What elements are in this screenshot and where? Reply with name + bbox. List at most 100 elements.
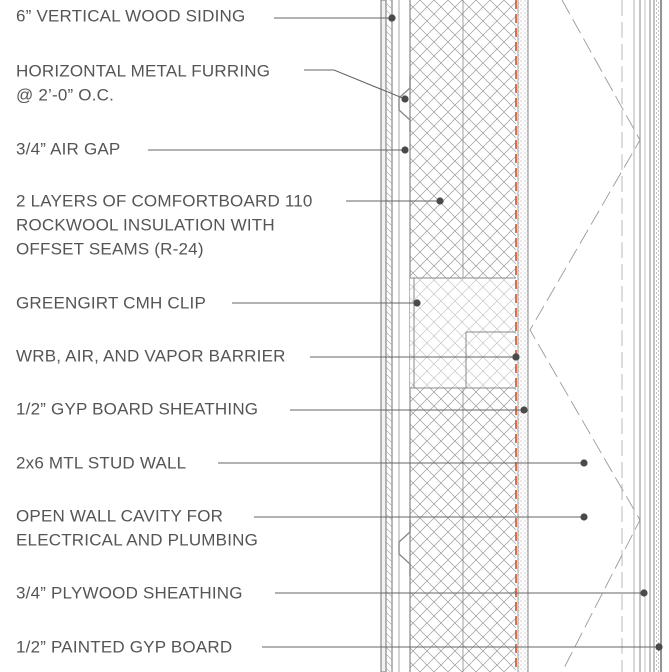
wood-grain-mark: [385, 191, 393, 199]
painted-gyp-board: [654, 0, 661, 672]
callout-label: 3/4” AIR GAP: [16, 139, 120, 158]
wood-grain-mark: [385, 2, 393, 10]
wood-grain-mark: [385, 317, 393, 325]
leader-dot: [640, 589, 648, 597]
wood-grain-mark: [385, 275, 393, 283]
wood-grain-mark: [385, 415, 393, 423]
wood-grain-mark: [385, 611, 393, 619]
callout-label: @ 2’-0” O.C.: [16, 85, 114, 104]
wood-grain-mark: [385, 436, 393, 444]
wood-grain-mark: [385, 198, 393, 206]
cavity-dashed-diagonal: [529, 0, 641, 672]
callout-label: 1/2” PAINTED GYP BOARD: [16, 637, 232, 656]
wood-grain-mark: [385, 394, 393, 402]
wood-grain-mark: [385, 331, 393, 339]
wood-grain-mark: [385, 226, 393, 234]
wood-grain-mark: [385, 212, 393, 220]
wood-grain-mark: [385, 632, 393, 640]
wood-grain-mark: [385, 149, 393, 157]
wood-grain-mark: [385, 170, 393, 178]
wood-grain-mark: [385, 569, 393, 577]
wood-grain-mark: [385, 373, 393, 381]
wood-grain-mark: [385, 352, 393, 360]
wood-grain-mark: [385, 527, 393, 535]
wood-grain-mark: [385, 464, 393, 472]
wood-grain-mark: [385, 296, 393, 304]
wood-grain-mark: [385, 450, 393, 458]
wood-grain-mark: [385, 555, 393, 563]
wood-grain-mark: [385, 100, 393, 108]
wood-grain-mark: [385, 345, 393, 353]
wood-grain-mark: [385, 422, 393, 430]
callout-label: OFFSET SEAMS (R-24): [16, 239, 204, 258]
wood-grain-mark: [385, 443, 393, 451]
leader-dot: [401, 146, 409, 154]
callout-label: 1/2” GYP BOARD SHEATHING: [16, 399, 258, 418]
wood-grain-mark: [385, 219, 393, 227]
callout-label: OPEN WALL CAVITY FOR: [16, 506, 223, 525]
wood-grain-mark: [385, 534, 393, 542]
clip-zone-hatch: [410, 278, 516, 388]
wood-grain-mark: [385, 303, 393, 311]
wood-grain-mark: [385, 254, 393, 262]
wood-grain-mark: [385, 597, 393, 605]
wood-grain-mark: [385, 205, 393, 213]
leader-dot: [436, 197, 444, 205]
wood-grain-mark: [385, 576, 393, 584]
metal-furring-upper: [398, 76, 411, 132]
wood-grain-mark: [385, 58, 393, 66]
wood-grain-mark: [385, 618, 393, 626]
wood-grain-mark: [385, 23, 393, 31]
wood-grain-mark: [385, 282, 393, 290]
wood-grain-mark: [385, 177, 393, 185]
wood-grain-mark: [385, 247, 393, 255]
metal-furring-lower: [398, 520, 411, 576]
wood-grain-mark: [385, 590, 393, 598]
callout-label: ROCKWOOL INSULATION WITH: [16, 215, 275, 234]
wood-grain-mark: [385, 289, 393, 297]
leader-lines: [148, 14, 663, 651]
callout-label: 6” VERTICAL WOOD SIDING: [16, 6, 245, 25]
leader-dot: [413, 299, 421, 307]
wood-grain-mark: [385, 646, 393, 654]
wood-grain-mark: [385, 541, 393, 549]
wood-grain-mark: [385, 387, 393, 395]
wood-grain-mark: [385, 492, 393, 500]
wood-grain-mark: [385, 121, 393, 129]
leader-dot: [388, 14, 396, 22]
wood-grain-mark: [385, 499, 393, 507]
leader-dot: [512, 353, 520, 361]
leader-dot: [401, 95, 409, 103]
callout-label: ELECTRICAL AND PLUMBING: [16, 530, 258, 549]
callout-label: 2 LAYERS OF COMFORTBOARD 110: [16, 191, 313, 210]
leader-dot: [655, 643, 663, 651]
wood-grain-mark: [385, 338, 393, 346]
wood-grain-mark: [385, 380, 393, 388]
wood-grain-mark: [385, 478, 393, 486]
wood-grain-mark: [385, 93, 393, 101]
leader-dot: [580, 459, 588, 467]
wood-grain-mark: [389, 0, 393, 3]
wood-grain-mark: [385, 184, 393, 192]
wood-grain-mark: [385, 667, 391, 672]
wood-grain-mark: [385, 142, 393, 150]
wood-grain-mark: [385, 37, 393, 45]
wall-assembly: [380, 0, 662, 672]
callout-label: 2x6 MTL STUD WALL: [16, 453, 186, 472]
wood-grain-mark: [385, 114, 393, 122]
leader-dot: [580, 513, 588, 521]
wood-grain-mark: [385, 653, 393, 661]
wood-grain-mark: [385, 163, 393, 171]
callout-label: 3/4” PLYWOOD SHEATHING: [16, 583, 243, 602]
wood-grain-mark: [385, 310, 393, 318]
wood-grain-mark: [385, 240, 393, 248]
wood-grain-mark: [385, 44, 393, 52]
wood-grain-mark: [385, 485, 393, 493]
wood-grain-mark: [385, 520, 393, 528]
wood-grain-mark: [385, 548, 393, 556]
wood-grain-mark: [385, 604, 393, 612]
gyp-sheathing: [518, 0, 528, 672]
wood-grain-mark: [385, 660, 393, 668]
